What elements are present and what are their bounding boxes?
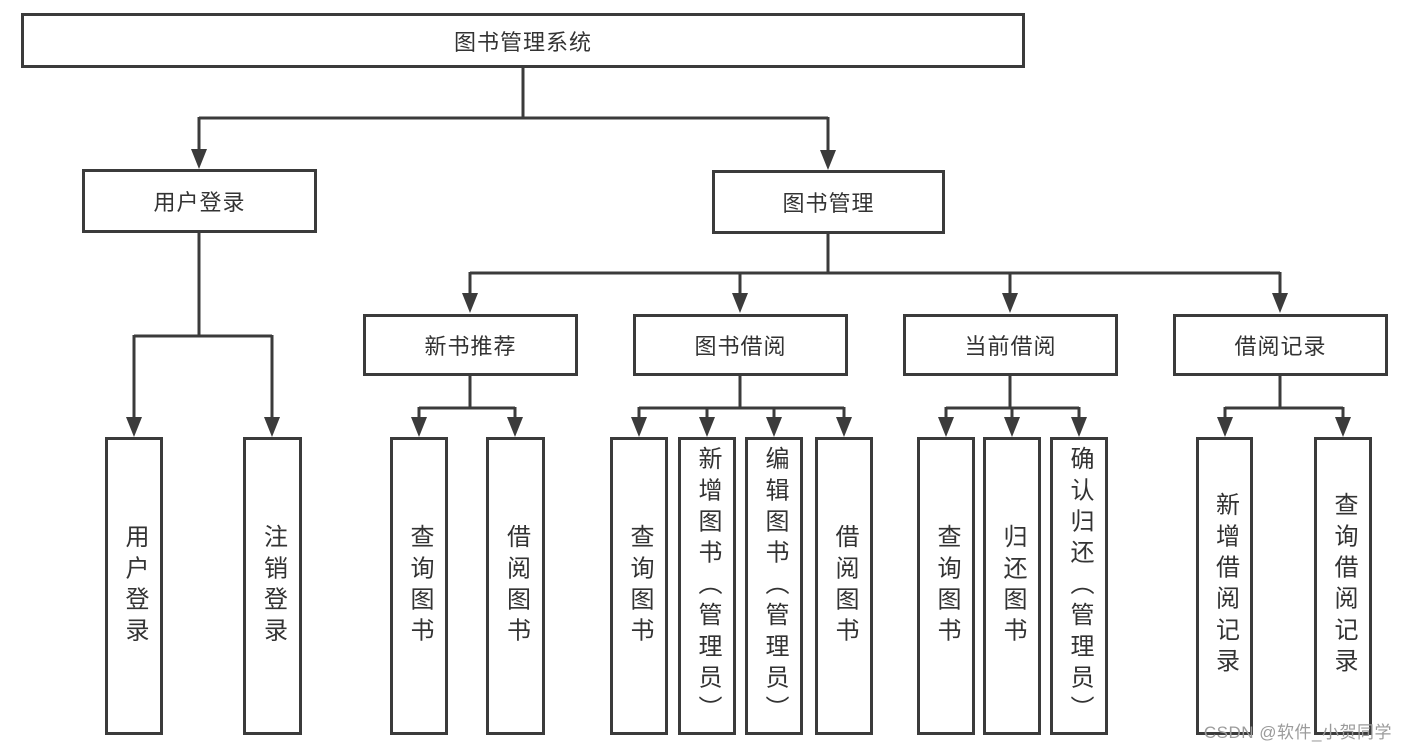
connector-path (944, 374, 1081, 420)
node-label: 借阅图书 (831, 523, 858, 649)
node-label: 图书管理系统 (453, 29, 592, 55)
leaf-user-login: 用户登录 (105, 437, 163, 735)
arrowhead-down-icon (411, 417, 427, 437)
connector-user-login (126, 231, 280, 437)
arrowhead-down-icon (462, 293, 478, 313)
node-label: 查询图书 (626, 523, 653, 649)
leaf-current-confirm-return-admin: 确认归还（管理员） (1050, 437, 1108, 735)
leaf-records-add-record: 新增借阅记录 (1196, 437, 1253, 735)
connector-borrowing-records (1217, 374, 1351, 437)
node-book-management: 图书管理 (712, 170, 945, 234)
leaf-records-query-record: 查询借阅记录 (1314, 437, 1372, 735)
arrowhead-down-icon (820, 150, 836, 170)
node-label: 借阅记录 (1234, 334, 1327, 359)
node-label: 图书借阅 (694, 334, 787, 359)
node-label: 新增借阅记录 (1211, 492, 1239, 680)
node-label: 用户登录 (121, 523, 148, 649)
node-borrowing-records: 借阅记录 (1173, 314, 1388, 376)
connector-path (197, 66, 830, 153)
arrowhead-down-icon (1002, 293, 1018, 313)
connector-path (468, 232, 1282, 296)
connector-path (417, 374, 517, 420)
node-user-login: 用户登录 (82, 169, 317, 233)
arrowhead-down-icon (732, 293, 748, 313)
node-label: 查询图书 (933, 523, 960, 649)
node-library-system: 图书管理系统 (21, 13, 1025, 68)
connector-path (132, 231, 274, 420)
leaf-current-query-books: 查询图书 (917, 437, 975, 735)
arrowhead-down-icon (1217, 417, 1233, 437)
connector-new-book (411, 374, 523, 437)
arrowhead-down-icon (191, 149, 207, 169)
connector-path (1223, 374, 1345, 420)
arrowhead-down-icon (1071, 417, 1087, 437)
leaf-borrowing-query-books: 查询图书 (610, 437, 668, 735)
arrowhead-down-icon (836, 417, 852, 437)
arrowhead-down-icon (1335, 417, 1351, 437)
arrowhead-down-icon (126, 417, 142, 437)
leaf-logout: 注销登录 (243, 437, 302, 735)
node-new-book-recommend: 新书推荐 (363, 314, 578, 376)
node-book-borrowing: 图书借阅 (633, 314, 848, 376)
node-label: 编辑图书（管理员） (761, 445, 788, 727)
arrowhead-down-icon (507, 417, 523, 437)
leaf-newbook-borrow-books: 借阅图书 (486, 437, 545, 735)
node-label: 当前借阅 (964, 334, 1057, 359)
leaf-borrowing-add-books-admin: 新增图书（管理员） (678, 437, 736, 735)
arrowhead-down-icon (1004, 417, 1020, 437)
node-label: 注销登录 (259, 523, 287, 649)
connector-book-management (462, 232, 1288, 313)
connector-book-borrowing (631, 374, 852, 437)
arrowhead-down-icon (938, 417, 954, 437)
csdn-watermark: CSDN @软件_小贺同学 (1203, 723, 1392, 742)
node-label: 确认归还（管理员） (1066, 445, 1093, 727)
leaf-current-return-books: 归还图书 (983, 437, 1041, 735)
leaf-borrowing-borrow-books: 借阅图书 (815, 437, 873, 735)
arrowhead-down-icon (699, 417, 715, 437)
node-label: 新书推荐 (424, 334, 517, 359)
node-label: 新增图书（管理员） (694, 445, 721, 727)
node-label: 借阅图书 (502, 523, 530, 649)
connector-root (191, 66, 836, 170)
node-label: 查询借阅记录 (1330, 492, 1357, 680)
node-label: 查询图书 (406, 523, 433, 649)
connector-path (637, 374, 846, 420)
node-label: 图书管理 (782, 191, 875, 216)
connector-current-borrowing (938, 374, 1087, 437)
leaf-borrowing-edit-books-admin: 编辑图书（管理员） (745, 437, 803, 735)
arrowhead-down-icon (766, 417, 782, 437)
arrowhead-down-icon (631, 417, 647, 437)
node-label: 归还图书 (999, 523, 1026, 649)
arrowhead-down-icon (264, 417, 280, 437)
node-label: 用户登录 (153, 190, 246, 215)
arrowhead-down-icon (1272, 293, 1288, 313)
leaf-newbook-query-books: 查询图书 (390, 437, 448, 735)
node-current-borrowing: 当前借阅 (903, 314, 1118, 376)
